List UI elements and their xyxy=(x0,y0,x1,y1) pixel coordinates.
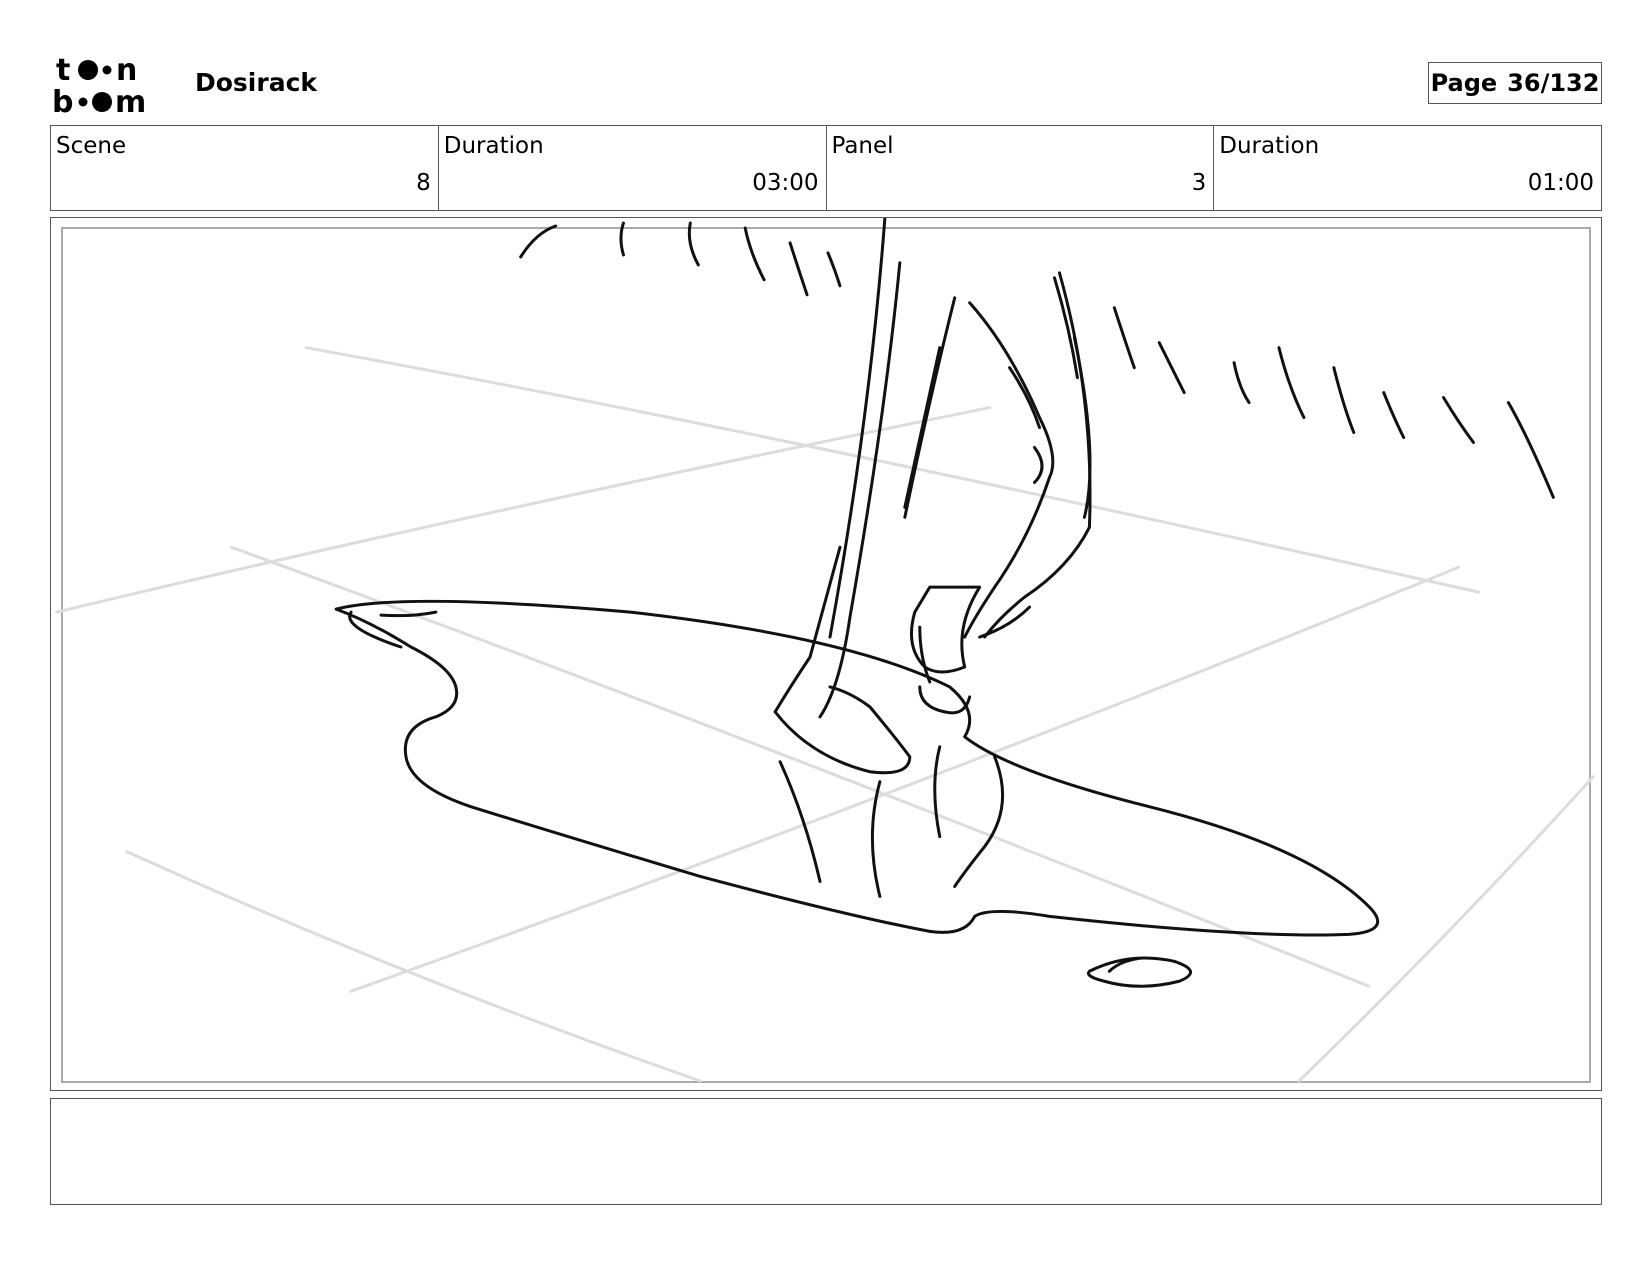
panel-duration-label: Duration xyxy=(1219,133,1320,159)
storyboard-panel xyxy=(50,217,1602,1091)
scene-label: Scene xyxy=(56,133,127,159)
page-indicator: Page 36/132 xyxy=(1428,62,1602,104)
panel-cell: Panel 3 xyxy=(827,126,1215,210)
panel-duration-cell: Duration 01:00 xyxy=(1214,126,1601,210)
svg-text:n: n xyxy=(116,53,137,88)
panel-sketch xyxy=(55,218,1595,1083)
project-title: Dosirack xyxy=(195,68,318,97)
panel-value: 3 xyxy=(1191,170,1207,196)
scene-value: 8 xyxy=(416,170,431,196)
panel-notes-box xyxy=(50,1098,1602,1205)
scene-duration-value: 03:00 xyxy=(752,170,819,196)
safe-frame xyxy=(61,227,1591,1083)
scene-cell: Scene 8 xyxy=(51,126,439,210)
toon-boom-logo: t n b m xyxy=(52,52,170,120)
svg-text:m: m xyxy=(115,85,146,116)
scene-info-row: Scene 8 Duration 03:00 Panel 3 Duration … xyxy=(50,125,1602,211)
scene-duration-label: Duration xyxy=(443,133,544,159)
page-label: Page xyxy=(1430,69,1498,97)
page-number: 36/132 xyxy=(1507,69,1600,97)
panel-duration-value: 01:00 xyxy=(1527,170,1594,196)
scene-duration-cell: Duration 03:00 xyxy=(439,126,827,210)
svg-text:t: t xyxy=(56,53,70,88)
svg-text:b: b xyxy=(52,85,73,116)
panel-label: Panel xyxy=(831,133,894,159)
